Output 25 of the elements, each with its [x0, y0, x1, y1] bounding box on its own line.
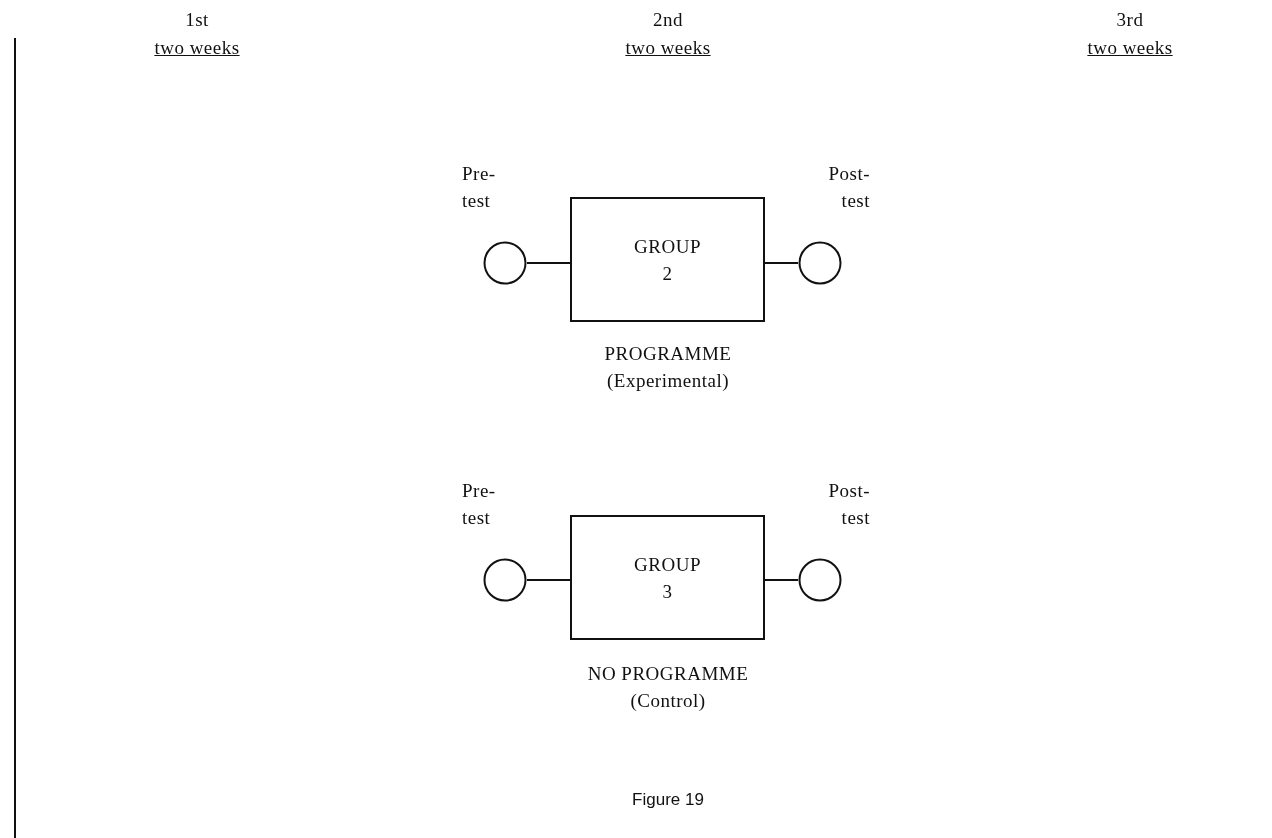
group-box — [570, 515, 765, 640]
group-label: GROUP 3 — [633, 552, 702, 604]
group-box — [570, 197, 765, 322]
test-circle — [483, 241, 527, 285]
beside-label: Post- test — [827, 479, 870, 530]
beside-label: NO PROGRAMME (Control) — [586, 662, 750, 713]
connector-line — [526, 579, 571, 581]
column-number: 1st — [184, 8, 210, 32]
figure-caption: Figure 19 — [631, 790, 705, 810]
column-number: 2nd — [652, 8, 684, 32]
column-number: 3rd — [1115, 8, 1145, 32]
beside-label: Post- test — [827, 162, 870, 213]
beside-label: PROGRAMME (Experimental) — [603, 342, 733, 393]
test-circle — [798, 241, 842, 285]
column-heading: two weeks — [624, 36, 712, 60]
connector-line — [764, 579, 799, 581]
test-circle — [483, 558, 527, 602]
beside-label: Pre- test — [462, 162, 497, 213]
column-heading: two weeks — [153, 36, 241, 60]
test-circle — [798, 558, 842, 602]
connector-line — [526, 262, 571, 264]
beside-label: Pre- test — [462, 479, 497, 530]
connector-line — [764, 262, 799, 264]
column-heading: two weeks — [1086, 36, 1174, 60]
group-label: GROUP 2 — [633, 234, 702, 286]
